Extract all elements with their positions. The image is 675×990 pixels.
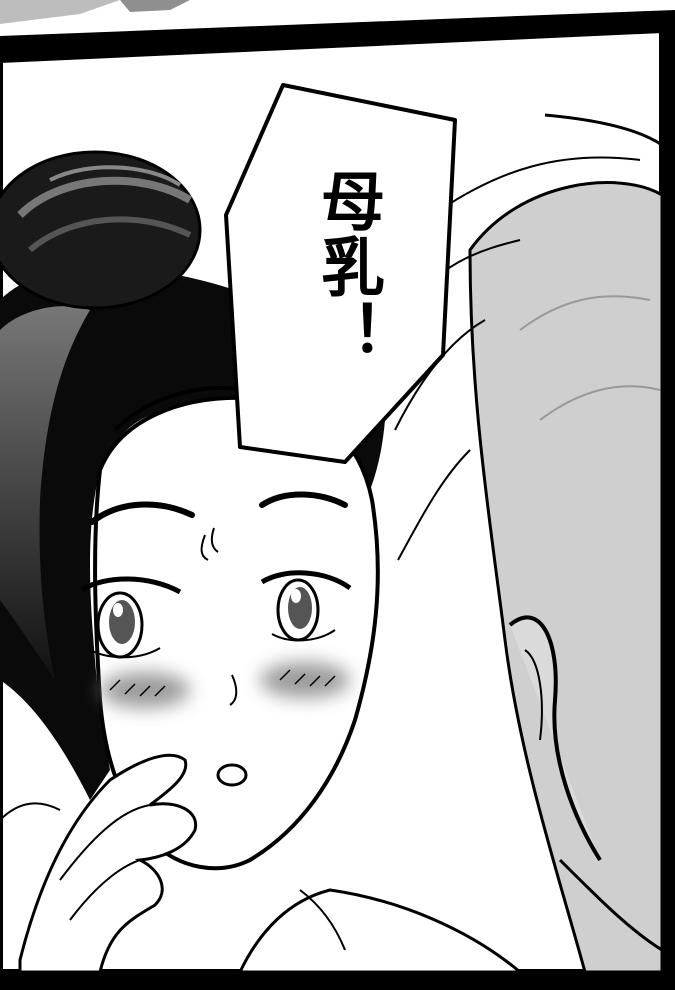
boy-head <box>394 113 664 974</box>
main-panel <box>0 26 665 975</box>
speech-bubble-text: 母乳！ <box>310 168 384 366</box>
girl-face <box>80 395 380 871</box>
speech-bubble <box>224 83 457 464</box>
previous-panel-strip <box>0 0 675 36</box>
girl-hand <box>0 753 198 974</box>
girl-shoulder <box>237 888 525 974</box>
